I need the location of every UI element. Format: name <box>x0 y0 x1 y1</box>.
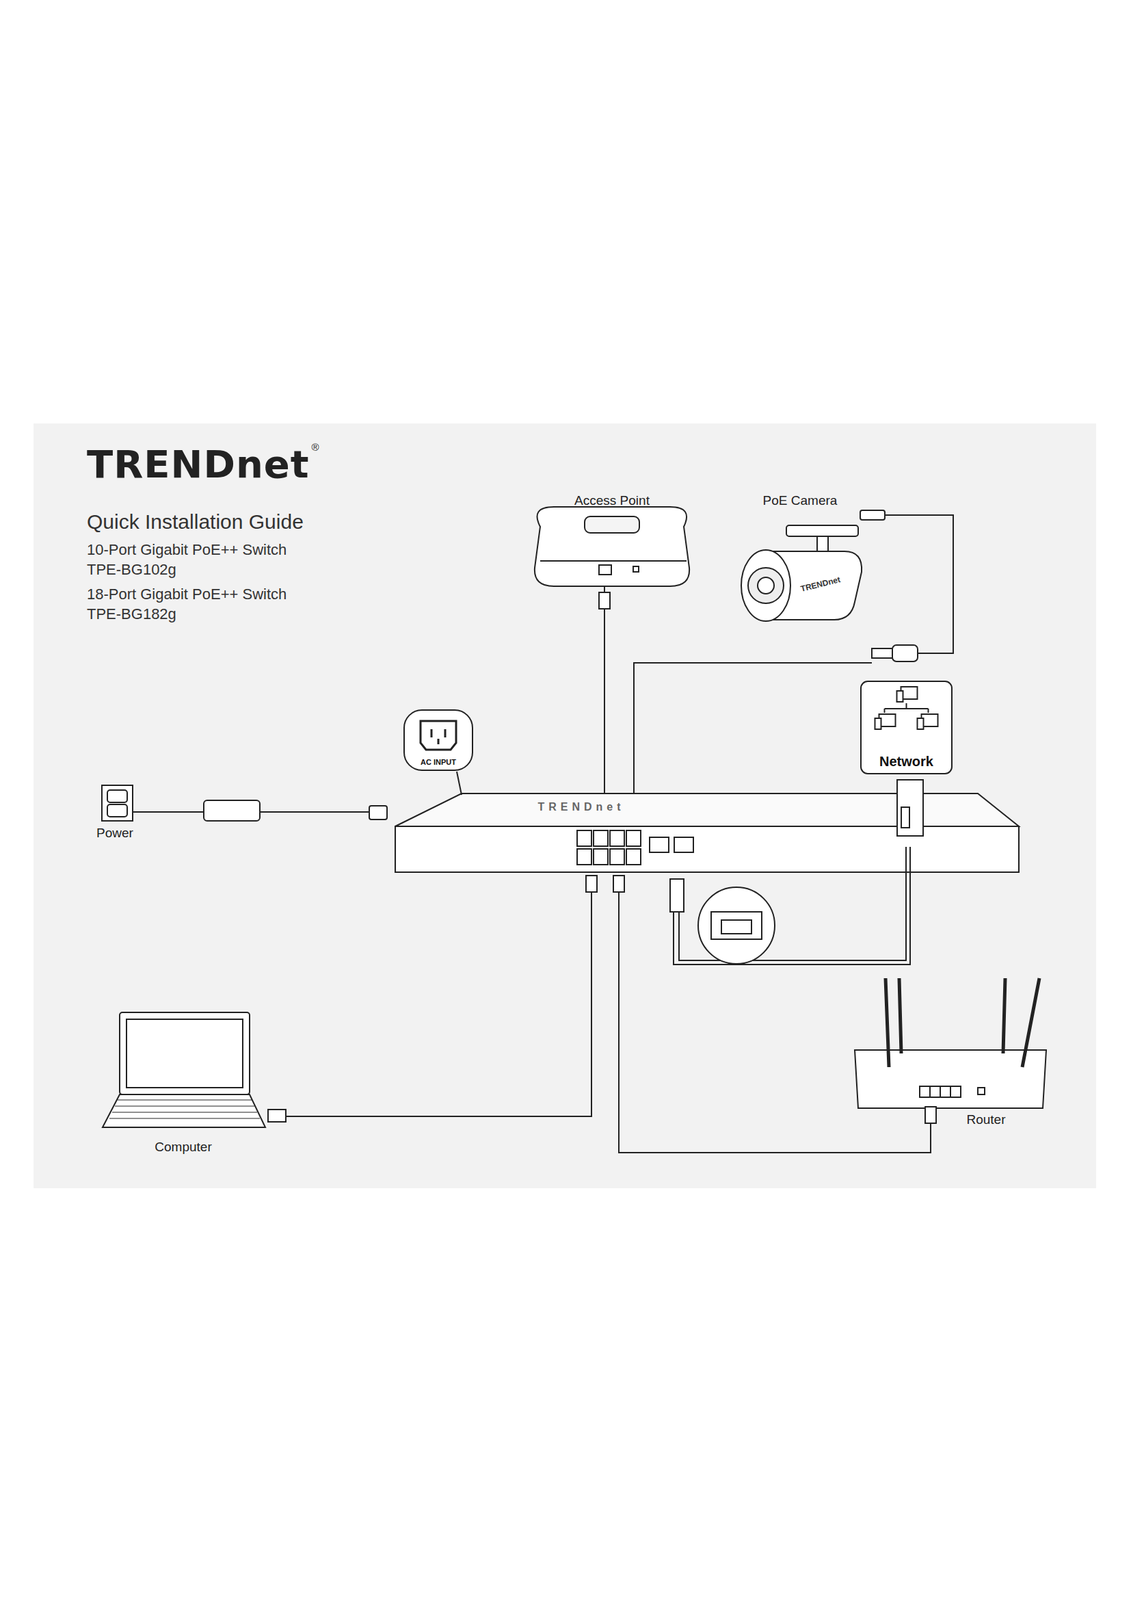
device-label: Router <box>966 1112 1006 1127</box>
device-label: PoE Camera <box>763 493 838 509</box>
ethernet-cable <box>618 876 931 1153</box>
switch-logo: TRENDnet <box>537 800 625 814</box>
device-label: Power <box>96 826 134 841</box>
product-name: 18-Port Gigabit PoE++ Switch <box>86 586 287 603</box>
model-number: TPE-BG102g <box>86 561 177 578</box>
model-number: TPE-BG182g <box>86 605 177 623</box>
callout-bubble: AC INPUT <box>402 708 474 772</box>
cable-connector <box>892 644 918 662</box>
fiber-cable <box>673 846 911 965</box>
power-adapter <box>203 800 260 821</box>
camera-logo: TRENDnet <box>800 575 842 594</box>
callout-tail <box>456 771 462 795</box>
media-converter <box>897 779 924 836</box>
background-panel <box>33 423 1097 1188</box>
laptop-computer <box>102 1012 266 1127</box>
node-text: AC INPUT <box>402 757 474 766</box>
poe-camera <box>741 510 885 621</box>
network-box: Network <box>859 679 954 775</box>
ethernet-cable <box>273 876 592 1116</box>
node-text: Network <box>859 753 954 770</box>
device-label: Access Point <box>574 493 650 509</box>
brand-logo: TRENDnet <box>86 443 310 486</box>
router <box>854 977 1047 1108</box>
product-name: 10-Port Gigabit PoE++ Switch <box>86 541 287 558</box>
camera-cable <box>884 514 954 654</box>
sfp-callout <box>698 886 775 964</box>
guide-title: Quick Installation Guide <box>86 510 304 533</box>
sfp-module <box>670 878 684 912</box>
registered-mark: ® <box>311 441 320 454</box>
poe-switch <box>395 793 1019 872</box>
device-label: Computer <box>154 1139 212 1155</box>
power-cable <box>132 810 204 813</box>
ethernet-cable <box>603 586 606 816</box>
power-outlet <box>101 784 133 821</box>
ethernet-cable <box>633 662 872 816</box>
access-point <box>534 506 690 587</box>
